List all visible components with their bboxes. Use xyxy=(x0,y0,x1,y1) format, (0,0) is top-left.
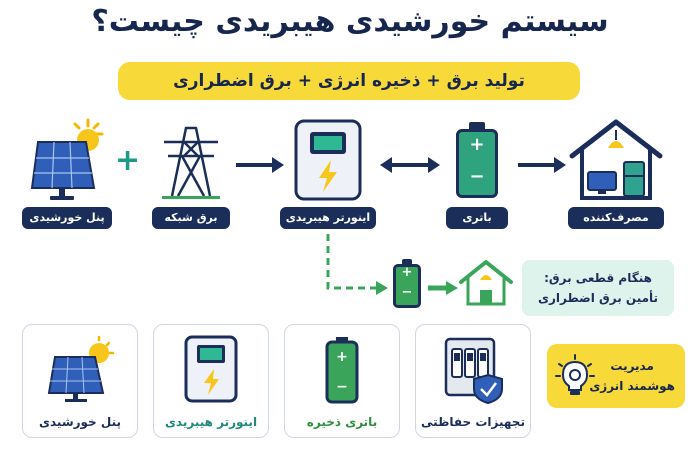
inverter-label: اینورتر هیبریدی xyxy=(280,207,376,229)
subtitle-banner: تولید برق + ذخیره انرژی + برق اضطراری xyxy=(118,62,580,100)
hybrid-inverter-icon xyxy=(294,119,362,201)
card-solar-panel: پنل خورشیدی xyxy=(22,324,138,438)
backup-dashed-arrow xyxy=(326,234,388,295)
page-title: سیستم خورشیدی هیبریدی چیست؟ xyxy=(91,4,609,39)
grid-label: برق شبکه xyxy=(152,207,230,229)
card-battery-minus: − xyxy=(336,379,348,395)
battery-minus: − xyxy=(469,166,485,187)
backup-battery-icon: + − xyxy=(393,259,421,309)
solar-panel-icon xyxy=(47,335,115,402)
management-line-1: مدیریت xyxy=(610,359,654,373)
double-arrow-icon xyxy=(380,157,440,173)
card-battery-plus: + xyxy=(336,349,348,365)
consumer-label: مصرف‌کننده xyxy=(568,207,664,229)
house-icon xyxy=(569,119,663,200)
management-line-2: هوشمند انرژی xyxy=(589,379,675,393)
arrow-right-icon xyxy=(236,157,284,173)
solar-panel-label: پنل خورشیدی xyxy=(22,207,112,229)
circuit-breaker-icon xyxy=(444,337,503,405)
card-label: پنل خورشیدی xyxy=(38,415,121,429)
arrow-right-icon xyxy=(518,157,566,173)
card-label: تجهیزات حفاظتی xyxy=(421,415,525,429)
arrow-right-icon xyxy=(428,281,458,295)
outage-line-2: تأمین برق اضطراری xyxy=(537,291,659,305)
backup-house-icon xyxy=(459,260,513,306)
power-tower-icon xyxy=(162,126,220,199)
plus-sign: + xyxy=(115,143,141,178)
outage-line-1: هنگام قطعی برق: xyxy=(544,271,652,285)
card-protective-equipment: تجهیزات حفاظتی xyxy=(415,324,531,438)
solar-panel-icon xyxy=(30,118,104,200)
smart-energy-management-box: مدیریت هوشمند انرژی xyxy=(547,344,685,408)
backup-battery-minus: − xyxy=(401,285,413,300)
backup-battery-plus: + xyxy=(401,265,413,280)
card-hybrid-inverter: اینورتر هیبریدی xyxy=(153,324,269,438)
outage-info-box: هنگام قطعی برق: تأمین برق اضطراری xyxy=(522,260,674,316)
card-label: اینورتر هیبریدی xyxy=(164,415,258,429)
battery-label: باتری xyxy=(446,207,508,229)
management-text: مدیریت هوشمند انرژی xyxy=(589,356,675,396)
battery-icon: + − xyxy=(456,122,498,198)
battery-icon: + − xyxy=(325,337,359,404)
card-label: باتری ذخیره xyxy=(306,415,378,429)
battery-plus: + xyxy=(469,134,485,155)
hybrid-inverter-icon xyxy=(184,335,238,403)
card-battery-storage: + − باتری ذخیره xyxy=(284,324,400,438)
lightbulb-gear-icon xyxy=(555,354,595,395)
